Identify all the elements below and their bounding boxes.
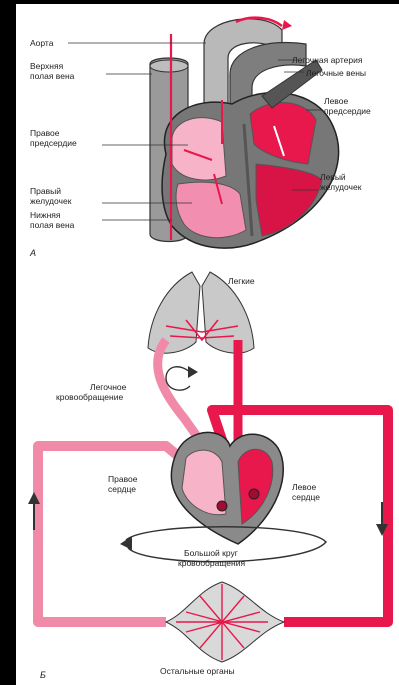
- right-atrium-shape: [172, 118, 226, 180]
- label-la-line1: Левое: [324, 96, 348, 106]
- heart-anatomy-panel: Аорта Верхняя полая вена Правое предсерд…: [16, 4, 399, 266]
- label-right-heart-line2: сердце: [108, 484, 136, 494]
- organs-capillaries: [176, 584, 268, 660]
- label-lv-line1: Левый: [320, 172, 346, 182]
- heart-valve-right: [217, 501, 227, 511]
- label-lv-line2: желудочек: [320, 182, 362, 192]
- label-svc-line1: Верхняя: [30, 61, 64, 71]
- label-lungs: Легкие: [228, 276, 255, 286]
- left-ventricle-shape: [256, 164, 322, 236]
- label-ivc-line2: полая вена: [30, 220, 75, 230]
- panel-letter-a: А: [29, 248, 36, 258]
- flow-arrowhead-aorta: [282, 20, 292, 30]
- label-other-organs: Остальные органы: [160, 666, 235, 676]
- label-pulmonary-line2: кровообращение: [56, 392, 123, 402]
- panel-letter-b: Б: [40, 670, 46, 680]
- label-rv-line1: Правый: [30, 186, 61, 196]
- label-ra-line2: предсердие: [30, 138, 77, 148]
- label-aorta: Аорта: [30, 38, 54, 48]
- label-ivc-line1: Нижняя: [30, 210, 61, 220]
- label-rv-line2: желудочек: [30, 196, 72, 206]
- label-left-heart-line2: сердце: [292, 492, 320, 502]
- label-svc-line2: полая вена: [30, 71, 75, 81]
- label-la-line2: предсердие: [324, 106, 371, 116]
- label-systemic-line1: Большой круг: [184, 548, 238, 558]
- label-ra-line1: Правое: [30, 128, 60, 138]
- heart-anatomy-illustration: Аорта Верхняя полая вена Правое предсерд…: [16, 4, 399, 266]
- systemic-rotation-arrowhead: [120, 536, 132, 550]
- circulation-panel: Легкие Легочное кровообращение Правое се…: [16, 266, 399, 685]
- label-right-heart-line1: Правое: [108, 474, 138, 484]
- label-pulmonary-veins: Легочные вены: [306, 68, 366, 78]
- label-systemic-line2: кровообращения: [178, 558, 245, 568]
- left-lung-shape: [148, 272, 200, 353]
- label-pulmonary-artery: Легочная артерия: [292, 55, 363, 65]
- pulmonary-rotation-arrowhead: [188, 366, 198, 378]
- superior-vena-cava-opening: [150, 60, 188, 72]
- label-pulmonary-line1: Легочное: [90, 382, 127, 392]
- heart-valve-left: [249, 489, 259, 499]
- circulation-illustration: Легкие Легочное кровообращение Правое се…: [16, 266, 399, 685]
- label-left-heart-line1: Левое: [292, 482, 316, 492]
